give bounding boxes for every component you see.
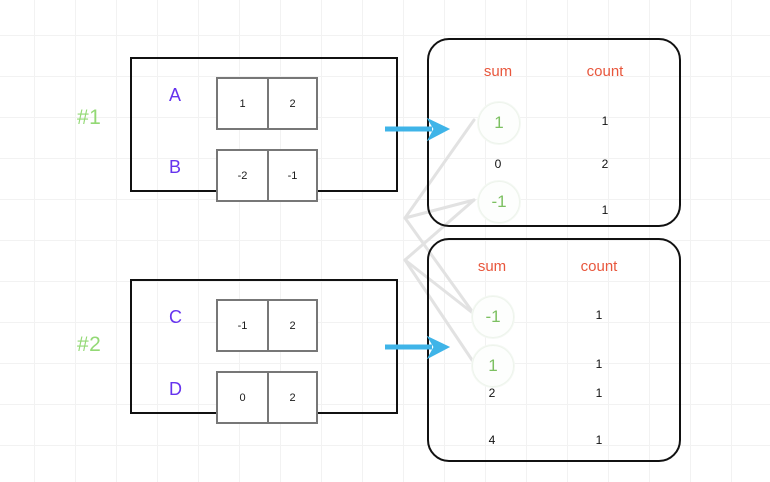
cell-d-0: 0	[218, 373, 267, 422]
link-top1-to-vertex	[403, 118, 476, 220]
table-1-sum-2: -1	[478, 181, 520, 223]
table-1-sum-0: 1	[478, 102, 520, 144]
value-pair-d: 0 2	[216, 371, 318, 424]
group-tag-1: #1	[77, 106, 102, 129]
table-2-sum-0: -1	[472, 296, 514, 338]
link-top2-to-vertex2	[403, 198, 476, 262]
table-2-count-2: 1	[595, 386, 603, 400]
input-box-group-2: C -1 2 D 0 2	[130, 279, 398, 424]
table-2-count-1: 1	[595, 357, 603, 371]
arrow-group1-to-table1	[385, 117, 451, 142]
cell-a-1: 2	[267, 79, 316, 128]
cell-b-0: -2	[218, 151, 267, 200]
table-2-count-3: 1	[595, 433, 603, 447]
table-1-sum-1: 0	[494, 157, 502, 171]
row-label-c: C	[169, 307, 182, 327]
table-2-header-sum: sum	[477, 258, 507, 275]
aggregate-table-2: sum count -1 1 1 1 2 1 4 1	[427, 238, 681, 462]
table-2-header-count: count	[580, 258, 618, 275]
cell-c-1: 2	[267, 301, 316, 350]
row-label-d: D	[169, 379, 182, 399]
row-label-a: A	[169, 85, 182, 105]
link-vertex-to-bottom1	[403, 216, 476, 316]
cell-c-0: -1	[218, 301, 267, 350]
cell-d-1: 2	[267, 373, 316, 422]
arrow-group2-to-table2	[385, 335, 451, 360]
table-1-count-2: 1	[601, 203, 609, 217]
table-2-sum-1: 1	[472, 345, 514, 387]
link-vertex-to-bottom2	[403, 258, 476, 365]
cell-b-1: -1	[267, 151, 316, 200]
link-vertex2-up	[403, 258, 476, 316]
row-label-b: B	[169, 157, 182, 177]
table-1-header-count: count	[586, 63, 624, 80]
table-2-sum-2: 2	[488, 386, 496, 400]
table-1-header-sum: sum	[483, 63, 513, 80]
table-1-count-0: 1	[601, 114, 609, 128]
group-tag-2: #2	[77, 333, 102, 356]
table-1-count-1: 2	[601, 157, 609, 171]
value-pair-c: -1 2	[216, 299, 318, 352]
cell-a-0: 1	[218, 79, 267, 128]
table-2-sum-3: 4	[488, 433, 496, 447]
value-pair-a: 1 2	[216, 77, 318, 130]
table-2-count-0: 1	[595, 308, 603, 322]
aggregate-table-1: sum count 1 1 0 2 -1 1	[427, 38, 681, 227]
input-box-group-1: A 1 2 B -2 -1	[130, 57, 398, 202]
value-pair-b: -2 -1	[216, 149, 318, 202]
